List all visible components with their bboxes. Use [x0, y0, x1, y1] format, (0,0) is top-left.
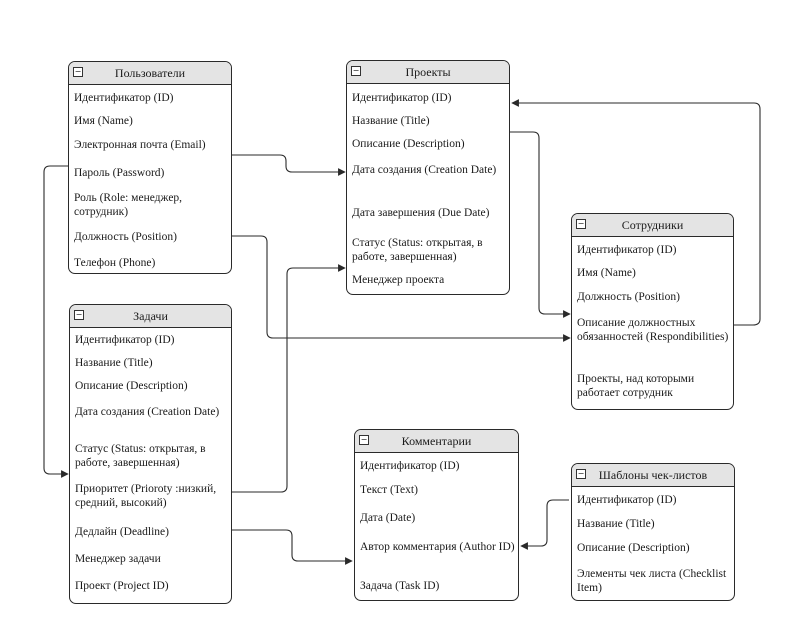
arrow-users-email-to-projects — [231, 154, 346, 176]
employees-attr-position: Должность (Position) — [577, 291, 680, 303]
collapse-icon[interactable]: − — [73, 67, 83, 77]
employees-entity[interactable]: − Сотрудники Идентификатор (ID) Имя (Nam… — [571, 213, 734, 410]
arrow-projects-date-to-employees — [508, 131, 571, 318]
checklists-entity[interactable]: − Шаблоны чек-листов Идентификатор (ID) … — [571, 463, 735, 601]
employees-attr-projects: Проекты, над которыми работает сотрудник — [577, 373, 695, 399]
comments-attr-date: Дата (Date) — [360, 512, 416, 524]
checklists-title: Шаблоны чек-листов — [598, 468, 708, 482]
users-title: Пользователи — [114, 66, 186, 80]
checklists-attr-items: Элементы чек листа (Checklist Item) — [577, 568, 727, 594]
collapse-icon[interactable]: − — [576, 219, 586, 229]
checklists-attr-description: Описание (Description) — [577, 542, 690, 554]
tasks-attr-id: Идентификатор (ID) — [75, 334, 175, 346]
tasks-attr-project-id: Проект (Project ID) — [75, 580, 169, 592]
employees-header: − Сотрудники — [572, 214, 733, 237]
projects-attr-title: Название (Title) — [352, 115, 430, 127]
tasks-attr-description: Описание (Description) — [75, 380, 188, 392]
users-attr-role: Роль (Role: менеджер, сотрудник) — [74, 192, 183, 218]
collapse-icon[interactable]: − — [74, 310, 84, 320]
projects-entity[interactable]: − Проекты Идентификатор (ID) Название (T… — [346, 60, 510, 295]
users-attr-id: Идентификатор (ID) — [74, 92, 174, 104]
users-attr-phone: Телефон (Phone) — [74, 257, 156, 269]
projects-header: − Проекты — [347, 61, 509, 84]
users-attr-email: Электронная почта (Email) — [74, 139, 206, 151]
users-attr-name: Имя (Name) — [74, 115, 133, 127]
projects-attr-manager: Менеджер проекта — [352, 274, 445, 286]
collapse-icon[interactable]: − — [576, 469, 586, 479]
comments-header: − Комментарии — [355, 430, 518, 453]
arrow-users-password-to-tasks — [43, 165, 69, 478]
tasks-attr-title: Название (Title) — [75, 357, 153, 369]
tasks-attr-status: Статус (Status: открытая, в работе, заве… — [75, 443, 206, 469]
comments-entity[interactable]: − Комментарии Идентификатор (ID) Текст (… — [354, 429, 519, 601]
comments-attr-task-id: Задача (Task ID) — [360, 580, 440, 592]
projects-attr-description: Описание (Description) — [352, 138, 465, 150]
comments-title: Комментарии — [401, 434, 472, 448]
arrow-tasks-priority-to-projects — [231, 264, 346, 493]
users-header: − Пользователи — [69, 62, 231, 85]
projects-attr-due-date: Дата завершения (Due Date) — [352, 207, 490, 219]
employees-title: Сотрудники — [621, 218, 684, 232]
employees-attr-name: Имя (Name) — [577, 267, 636, 279]
users-entity[interactable]: − Пользователи Идентификатор (ID) Имя (N… — [68, 61, 232, 274]
arrow-checklists-to-comments — [520, 499, 569, 550]
tasks-attr-deadline: Дедлайн (Deadline) — [75, 526, 169, 538]
projects-attr-creation-date: Дата создания (Creation Date) — [352, 164, 497, 176]
comments-attr-author: Автор комментария (Author ID) — [360, 541, 515, 553]
tasks-entity[interactable]: − Задачи Идентификатор (ID) Название (Ti… — [69, 304, 232, 604]
comments-attr-text: Текст (Text) — [360, 484, 418, 496]
projects-title: Проекты — [405, 65, 451, 79]
collapse-icon[interactable]: − — [359, 435, 369, 445]
comments-attr-id: Идентификатор (ID) — [360, 460, 460, 472]
tasks-attr-creation-date: Дата создания (Creation Date) — [75, 406, 220, 418]
employees-attr-id: Идентификатор (ID) — [577, 244, 677, 256]
collapse-icon[interactable]: − — [351, 66, 361, 76]
arrow-tasks-deadline-to-comments — [231, 529, 353, 565]
tasks-attr-priority: Приоритет (Prioroty :низкий, средний, вы… — [75, 483, 217, 509]
users-attr-password: Пароль (Password) — [74, 167, 165, 179]
tasks-header: − Задачи — [70, 305, 231, 328]
employees-attr-responsibilities: Описание должностных обязанностей (Respo… — [577, 317, 729, 343]
projects-attr-status: Статус (Status: открытая, в работе, заве… — [352, 237, 483, 263]
checklists-attr-title: Название (Title) — [577, 518, 655, 530]
checklists-attr-id: Идентификатор (ID) — [577, 494, 677, 506]
users-attr-position: Должность (Position) — [74, 231, 177, 243]
tasks-title: Задачи — [133, 309, 168, 323]
projects-attr-id: Идентификатор (ID) — [352, 92, 452, 104]
tasks-attr-manager: Менеджер задачи — [75, 553, 161, 565]
checklists-header: − Шаблоны чек-листов — [572, 464, 734, 487]
